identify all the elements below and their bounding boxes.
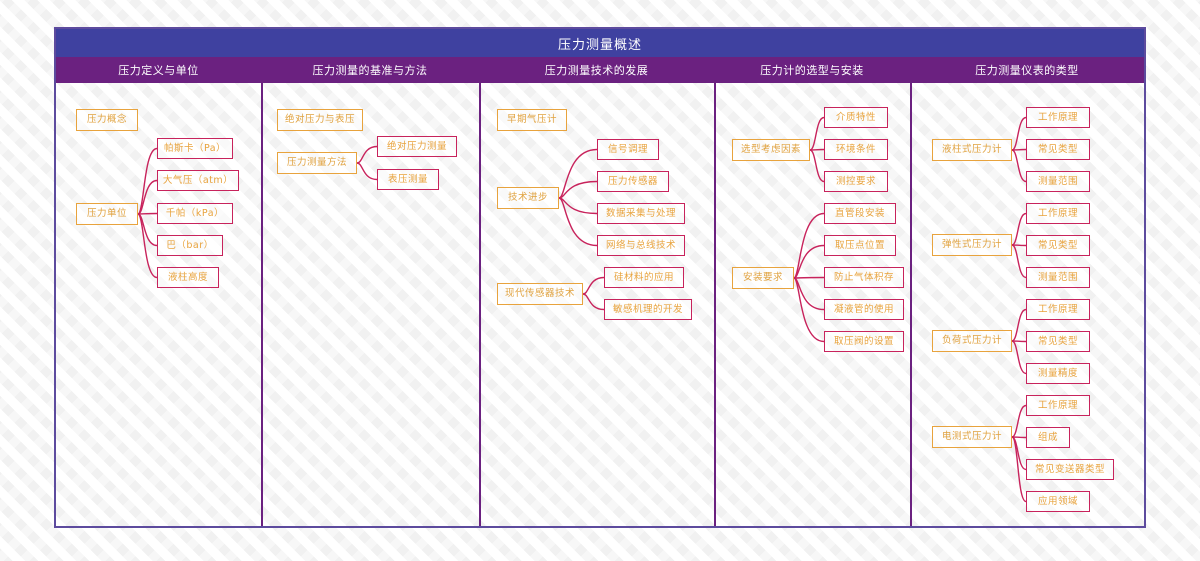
- mindmap-connector: [558, 197, 598, 215]
- mindmap-connector: [356, 162, 378, 181]
- mindmap-connector: [793, 277, 825, 311]
- mindmap-leaf-node[interactable]: 硅材料的应用: [604, 267, 684, 288]
- mindmap-connector: [558, 180, 598, 199]
- mindmap-leaf-node[interactable]: 压力传感器: [597, 171, 669, 192]
- mindmap-connector: [1011, 340, 1027, 375]
- mindmap-connector: [1011, 244, 1027, 247]
- mindmap-connector: [1011, 436, 1027, 439]
- mindmap-connector: [1011, 116, 1027, 151]
- mindmap-connector: [1011, 212, 1027, 246]
- column-header-1: 压力定义与单位: [118, 64, 199, 77]
- mindmap-leaf-node[interactable]: 表压测量: [377, 169, 439, 190]
- column-header-5: 压力测量仪表的类型: [975, 64, 1079, 77]
- mindmap-connector: [137, 179, 158, 215]
- mindmap-branch-node[interactable]: 电测式压力计: [932, 426, 1012, 448]
- mindmap-connector: [1011, 149, 1027, 183]
- mindmap-branch-node[interactable]: 绝对压力与表压: [277, 109, 363, 131]
- mindmap-leaf-node[interactable]: 防止气体积存: [824, 267, 904, 288]
- column-divider: [261, 83, 263, 526]
- mindmap-leaf-node[interactable]: 应用领域: [1026, 491, 1090, 512]
- mindmap-leaf-node[interactable]: 测控要求: [824, 171, 888, 192]
- mindmap-connector: [582, 276, 605, 295]
- mindmap-branch-node[interactable]: 压力测量方法: [277, 152, 357, 174]
- mindmap-leaf-node[interactable]: 液柱高度: [157, 267, 219, 288]
- mindmap-branch-node[interactable]: 压力概念: [76, 109, 138, 131]
- mindmap-leaf-node[interactable]: 信号调理: [597, 139, 659, 160]
- mindmap-canvas: 压力概念压力单位 帕斯卡（Pa） 大气压（atm） 千帕（kPa） 巴（bar） 液柱高度…: [56, 83, 1144, 526]
- mindmap-leaf-node[interactable]: 工作原理: [1026, 107, 1090, 128]
- mindmap-leaf-node[interactable]: 工作原理: [1026, 203, 1090, 224]
- mindmap-connector: [558, 148, 598, 199]
- mindmap-connector: [137, 147, 158, 215]
- mindmap-leaf-node[interactable]: 工作原理: [1026, 299, 1090, 320]
- mindmap-leaf-node[interactable]: 常见变送器类型: [1026, 459, 1114, 480]
- mindmap-leaf-node[interactable]: 工作原理: [1026, 395, 1090, 416]
- mindmap-connector: [137, 213, 158, 247]
- page-title: 压力测量概述: [56, 29, 1144, 57]
- column-divider: [910, 83, 912, 526]
- column-header-2: 压力测量的基准与方法: [312, 64, 428, 77]
- mindmap-leaf-node[interactable]: 数据采集与处理: [597, 203, 685, 224]
- mindmap-connector: [1011, 340, 1027, 343]
- mindmap-branch-node[interactable]: 选型考虑因素: [732, 139, 810, 161]
- mindmap-leaf-node[interactable]: 测量范围: [1026, 171, 1090, 192]
- mindmap-connector: [137, 212, 158, 215]
- mindmap-leaf-node[interactable]: 组成: [1026, 427, 1070, 448]
- mindmap-branch-node[interactable]: 现代传感器技术: [497, 283, 583, 305]
- mindmap-branch-node[interactable]: 弹性式压力计: [932, 234, 1012, 256]
- mindmap-leaf-node[interactable]: 千帕（kPa）: [157, 203, 233, 224]
- mindmap-connector: [1011, 308, 1027, 342]
- mindmap-leaf-node[interactable]: 测量精度: [1026, 363, 1090, 384]
- mindmap-connector: [793, 244, 825, 279]
- mindmap-branch-node[interactable]: 液柱式压力计: [932, 139, 1012, 161]
- column-divider: [479, 83, 481, 526]
- mindmap-connector: [809, 149, 825, 183]
- mindmap-connector: [582, 293, 605, 311]
- mindmap-leaf-node[interactable]: 介质特性: [824, 107, 888, 128]
- mindmap-connector: [1011, 436, 1027, 503]
- mindmap-connector: [137, 213, 158, 279]
- mindmap-branch-node[interactable]: 压力单位: [76, 203, 138, 225]
- mindmap-leaf-node[interactable]: 网络与总线技术: [597, 235, 685, 256]
- mindmap-connector: [793, 277, 825, 343]
- mindmap-branch-node[interactable]: 负荷式压力计: [932, 330, 1012, 352]
- column-header-bar: 压力定义与单位 压力测量的基准与方法 压力测量技术的发展 压力计的选型与安装 压力测量仪…: [56, 57, 1144, 83]
- mindmap-leaf-node[interactable]: 取压阀的设置: [824, 331, 904, 352]
- column-header-4: 压力计的选型与安装: [760, 64, 864, 77]
- mindmap-connector: [1011, 404, 1027, 438]
- mindmap-leaf-node[interactable]: 常见类型: [1026, 331, 1090, 352]
- mindmap-connector: [809, 116, 825, 151]
- mindmap-connector: [793, 212, 825, 279]
- column-divider: [714, 83, 716, 526]
- mindmap-connector: [1011, 244, 1027, 279]
- mindmap-leaf-node[interactable]: 巴（bar）: [157, 235, 223, 256]
- mindmap-connector: [558, 197, 598, 247]
- mindmap-connector: [1011, 436, 1027, 471]
- mindmap-leaf-node[interactable]: 测量范围: [1026, 267, 1090, 288]
- mindmap-branch-node[interactable]: 早期气压计: [497, 109, 567, 131]
- mindmap-connector: [1011, 148, 1027, 151]
- column-header-3: 压力测量技术的发展: [544, 64, 649, 77]
- mindmap-leaf-node[interactable]: 环境条件: [824, 139, 888, 160]
- mindmap-connector: [356, 145, 378, 164]
- mindmap-connector: [809, 148, 825, 151]
- mindmap-branch-node[interactable]: 安装要求: [732, 267, 794, 289]
- mindmap-leaf-node[interactable]: 常见类型: [1026, 235, 1090, 256]
- mindmap-connector: [793, 276, 825, 279]
- mindmap-leaf-node[interactable]: 大气压（atm）: [157, 170, 239, 191]
- mindmap-leaf-node[interactable]: 取压点位置: [824, 235, 896, 256]
- mindmap-leaf-node[interactable]: 敏感机理的开发: [604, 299, 692, 320]
- mindmap-board: 压力测量概述 压力定义与单位 压力测量的基准与方法 压力测量技术的发展 压力计的选型与…: [54, 27, 1146, 528]
- mindmap-branch-node[interactable]: 技术进步: [497, 187, 559, 209]
- mindmap-leaf-node[interactable]: 凝液管的使用: [824, 299, 904, 320]
- mindmap-leaf-node[interactable]: 绝对压力测量: [377, 136, 457, 157]
- mindmap-leaf-node[interactable]: 帕斯卡（Pa）: [157, 138, 233, 159]
- mindmap-leaf-node[interactable]: 常见类型: [1026, 139, 1090, 160]
- mindmap-leaf-node[interactable]: 直管段安装: [824, 203, 896, 224]
